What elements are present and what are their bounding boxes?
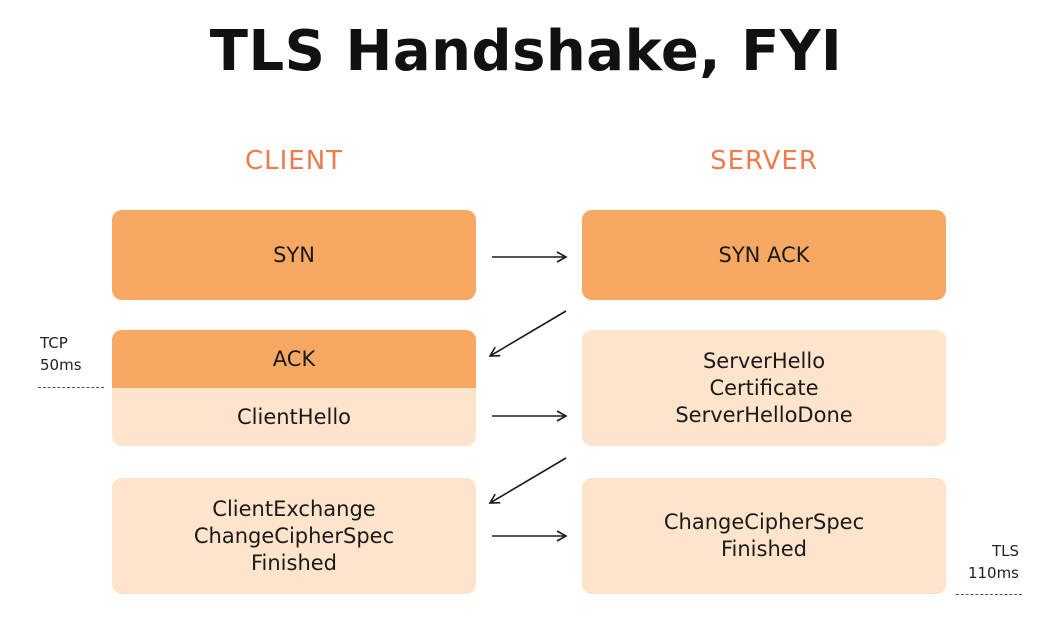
syn-label: SYN	[273, 242, 315, 267]
syn-box: SYN	[112, 210, 476, 300]
client-exchange-box: ClientExchange ChangeCipherSpec Finished	[112, 478, 476, 594]
client-hello-section: ClientHello	[112, 388, 476, 446]
ack-label: ACK	[272, 347, 316, 371]
diagram-title: TLS Handshake, FYI	[209, 19, 843, 84]
tcp-timing-label: TCP 50ms	[40, 334, 82, 374]
tcp-timing-divider	[38, 387, 104, 388]
tls-timing-label: TLS 110ms	[967, 542, 1019, 582]
ack-client-hello-box: ACK ClientHello	[112, 330, 476, 446]
client-hello-label: ClientHello	[236, 405, 352, 429]
tls-timing-divider	[956, 594, 1022, 595]
server-hello-label: ServerHello Certificate ServerHelloDone	[675, 348, 853, 427]
client-column-label: CLIENT	[244, 146, 344, 176]
ack-section: ACK	[112, 330, 476, 388]
server-column-label: SERVER	[710, 146, 818, 176]
arrow-server-hello-to-client	[488, 457, 567, 504]
syn-ack-label: SYN ACK	[718, 242, 810, 267]
server-finish-label: ChangeCipherSpec Finished	[663, 510, 865, 561]
syn-ack-box: SYN ACK	[582, 210, 946, 300]
client-exchange-label: ClientExchange ChangeCipherSpec Finished	[193, 496, 395, 575]
arrow-syn-ack-to-client	[488, 310, 567, 357]
server-finish-box: ChangeCipherSpec Finished	[582, 478, 946, 594]
server-hello-box: ServerHello Certificate ServerHelloDone	[582, 330, 946, 446]
